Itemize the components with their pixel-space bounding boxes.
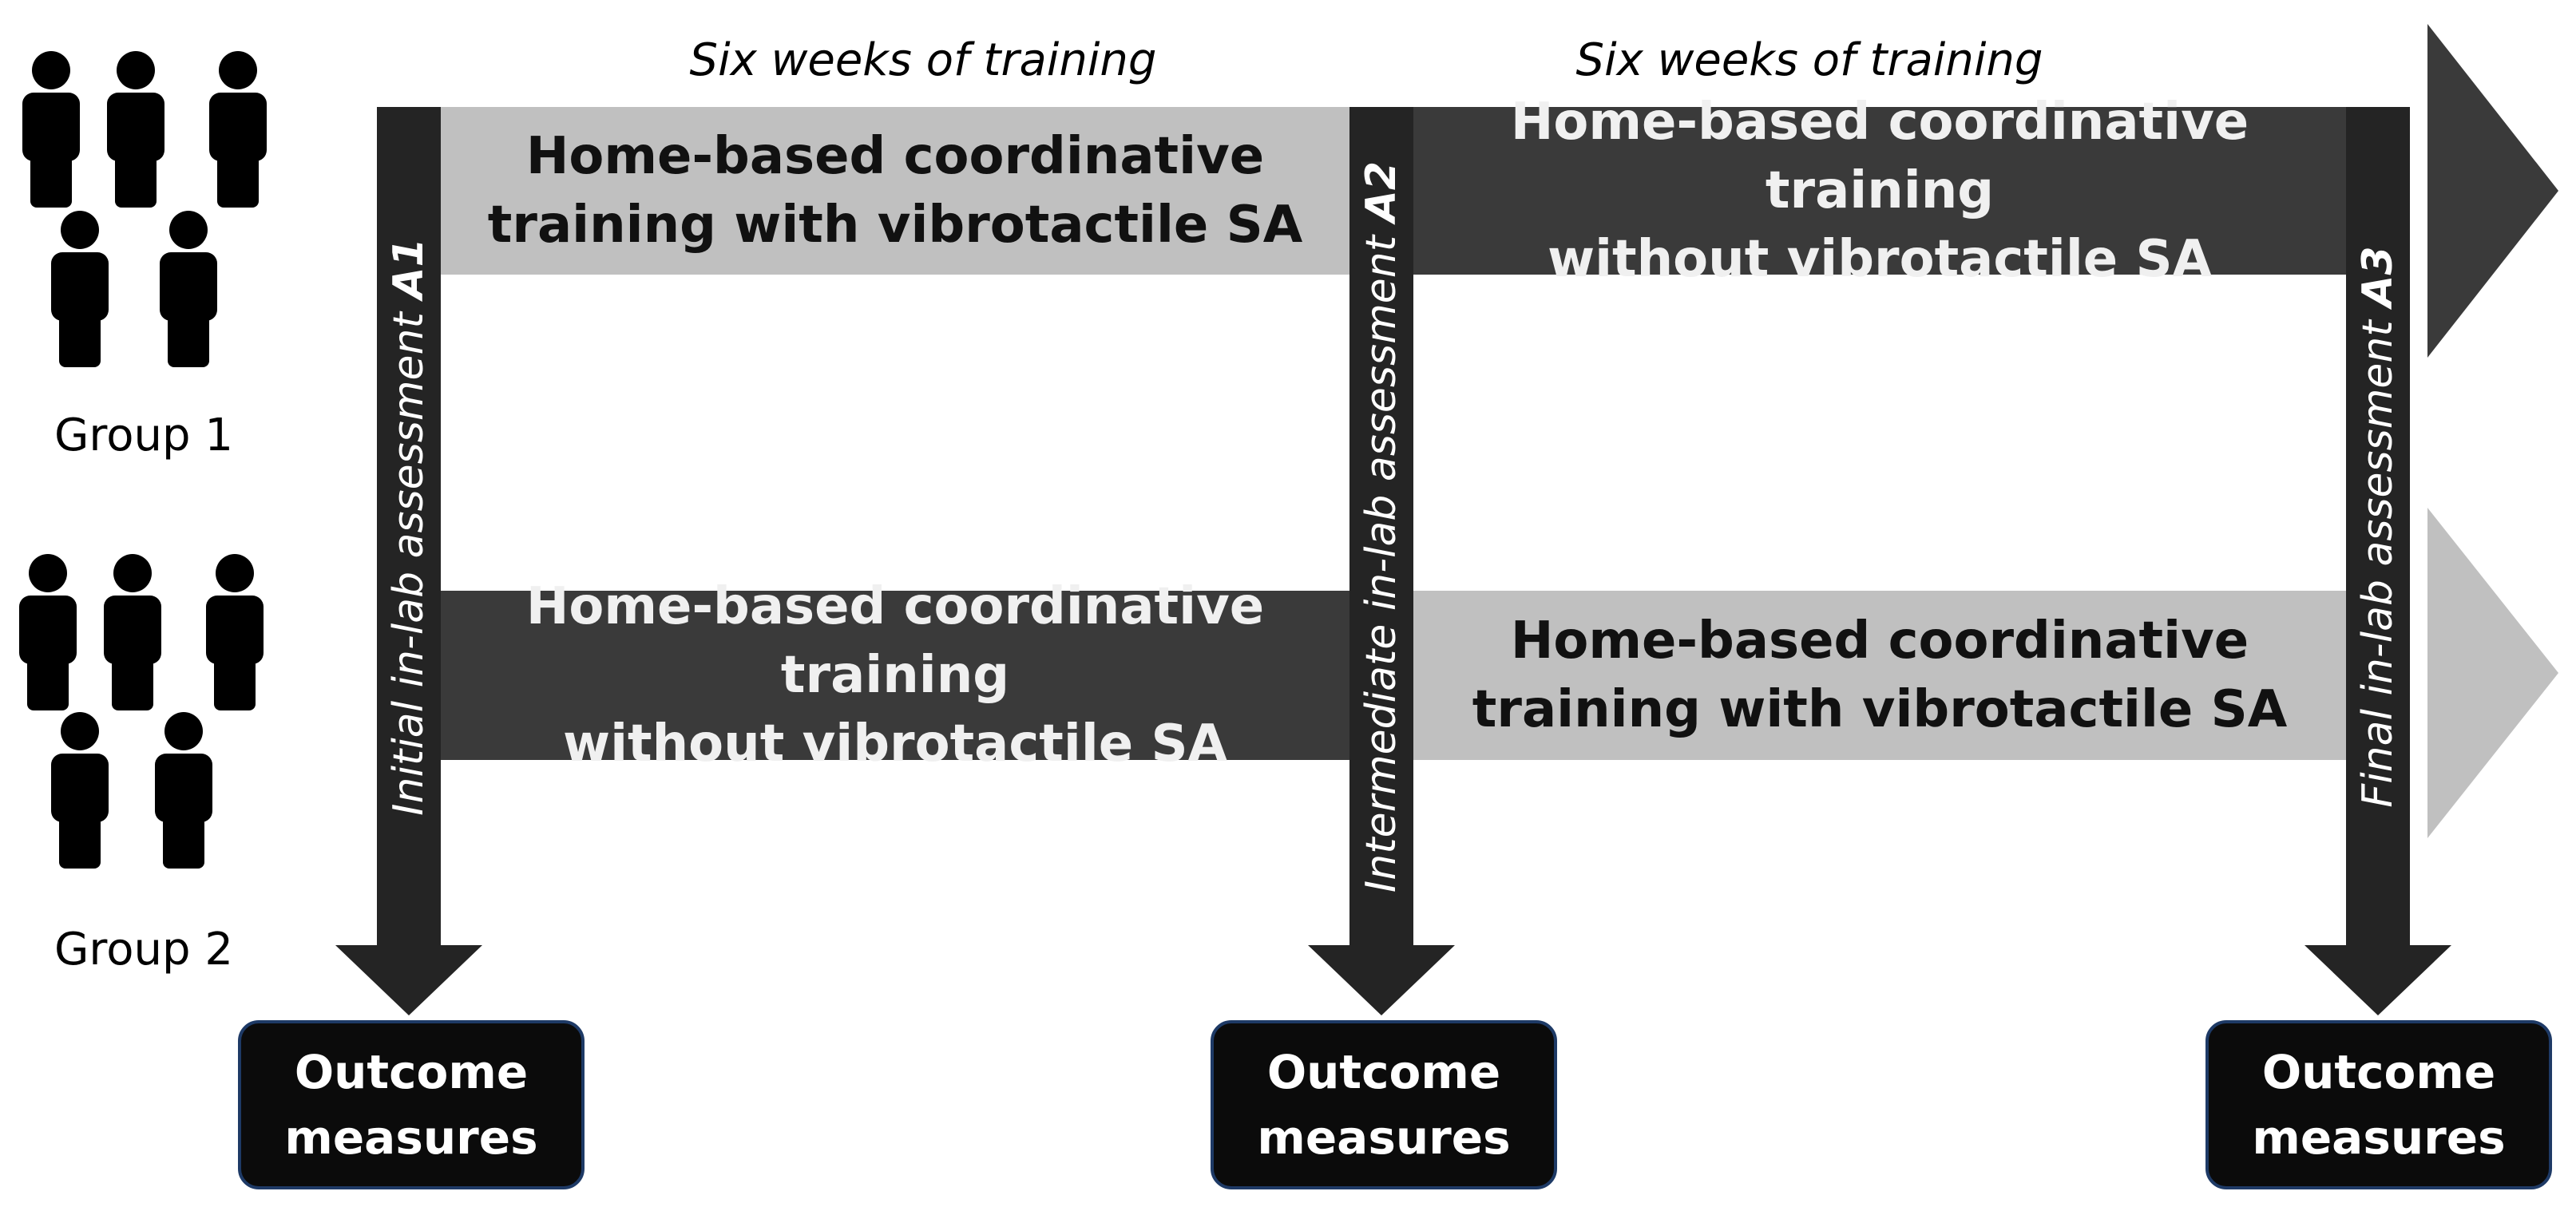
assessment-pillar-a3	[2305, 107, 2451, 1015]
group-label-1: Group 1	[54, 410, 233, 461]
group-label-2: Group 2	[54, 924, 233, 975]
group2-band-period2	[1405, 591, 2407, 760]
people-group-icon	[22, 51, 267, 367]
assessment-label-a2: Intermediate in-lab assessment A2	[1357, 160, 1405, 893]
assessment-pillar-a1	[335, 107, 482, 1015]
group1-band-period2	[1405, 107, 2407, 275]
assessment-pillar-a2	[1308, 107, 1455, 1015]
group1-timeline-arrowhead	[2427, 24, 2558, 358]
assessment-label-a3: Final in-lab assessment A3	[2354, 246, 2402, 808]
period-label-second: Six weeks of training	[1575, 34, 2043, 86]
period-label-first: Six weeks of training	[689, 34, 1157, 86]
people-group-icon	[19, 554, 264, 869]
group1-band-period1	[441, 107, 1349, 275]
group2-band-period1	[441, 591, 1349, 760]
assessment-label-a1: Initial in-lab assessment A1	[385, 238, 433, 816]
group2-timeline-arrowhead	[2427, 508, 2558, 838]
